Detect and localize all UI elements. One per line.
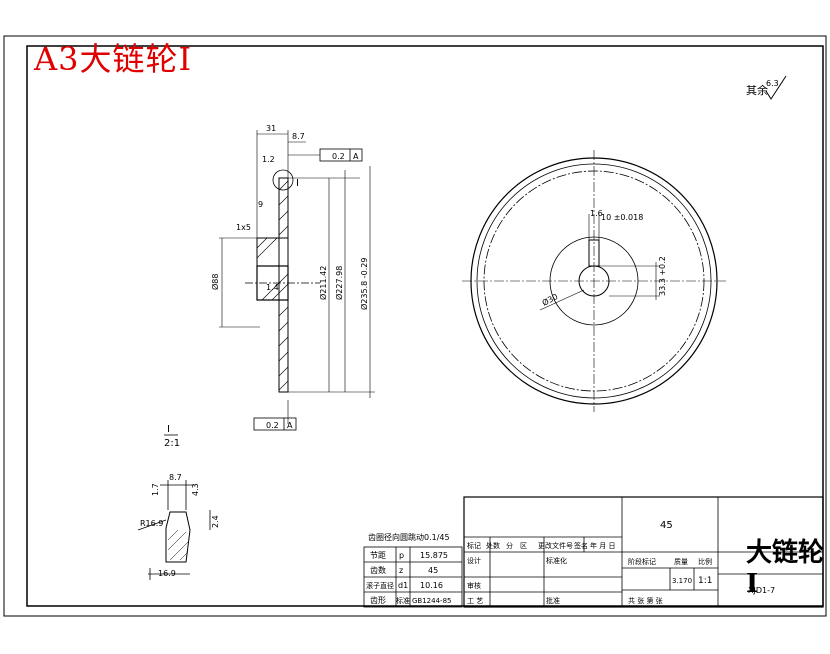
surface-note: 其余 6.3 — [746, 75, 787, 100]
overlay-title: A3大链轮I — [34, 40, 193, 78]
param-value: 45 — [428, 566, 438, 575]
title-block — [463, 496, 824, 608]
surface-note-text: 其余 — [746, 83, 768, 97]
tb-weight: 3.170 — [672, 577, 692, 585]
tb-stage: 阶段标记 — [628, 557, 656, 566]
tb-header-date: 年 月 日 — [590, 541, 615, 550]
dim-key-roughness: 1.6 — [590, 209, 603, 218]
detail-label: I — [167, 424, 170, 435]
tb-weight-label: 质量 — [674, 557, 688, 566]
tolerance-top-datum: A — [353, 152, 359, 161]
tb-scale-label: 比例 — [698, 557, 712, 566]
chain-param-labels: 齿圈径向圆跳动0.1/45 节距 p 15.875 齿数 z 45 滚子直径 d… — [366, 532, 451, 605]
inner-frame — [26, 45, 824, 607]
param-sym: d1 — [398, 581, 408, 590]
detail-mark: I — [296, 178, 299, 189]
chain-param-title: 齿圈径向圆跳动0.1/45 — [368, 532, 450, 542]
detail-dim-r16-9: R16.9 — [140, 519, 163, 528]
dim-1x5: 1x5 — [236, 223, 251, 232]
detail-dim-8-7: 8.7 — [169, 473, 182, 482]
chain-param-table — [363, 546, 463, 608]
tolerance-top-value: 0.2 — [332, 152, 345, 161]
dim-key-depth: 33.3 +0.2 — [658, 256, 667, 296]
tb-approve: 批准 — [546, 596, 560, 605]
detail-scale: 2:1 — [164, 438, 180, 449]
dim-key-width: 10 ±0.018 — [601, 213, 643, 222]
tb-header-sign: 签名 — [574, 541, 588, 550]
tb-process: 工 艺 — [467, 597, 483, 605]
detail-labels: I 2:1 8.7 R16.9 1.7 4.3 2.4 16.9 — [140, 424, 220, 578]
tb-standard: 标准化 — [546, 556, 567, 565]
param-name: 节距 — [370, 551, 386, 560]
outer-frame — [3, 35, 827, 617]
dim-d211: Ø211.42 — [318, 266, 328, 300]
tolerance-bottom-datum: A — [287, 421, 293, 430]
param-value: GB1244-85 — [412, 597, 451, 605]
surface-note-value: 6.3 — [766, 79, 779, 88]
tb-drawing-no: XJD1-7 — [748, 586, 775, 595]
detail-dim-1-7: 1.7 — [151, 483, 160, 496]
param-sym: z — [399, 566, 403, 575]
material: 45 — [660, 520, 673, 531]
tb-design: 设计 — [467, 556, 481, 565]
section-view-labels: 31 8.7 1.2 9 1x5 1.4 Ø88 Ø211.42 Ø227.98… — [210, 124, 369, 430]
tb-header-count: 处数 — [486, 541, 500, 550]
tb-header-mark: 标记 — [467, 541, 481, 550]
drawing-title: 大链轮I — [746, 538, 825, 599]
param-name: 滚子直径 — [366, 581, 394, 590]
dim-d88: Ø88 — [210, 274, 220, 290]
tb-sheets: 共 张 第 张 — [628, 596, 663, 605]
tolerance-bottom-value: 0.2 — [266, 421, 279, 430]
param-sym: p — [399, 551, 404, 560]
dim-9: 9 — [258, 200, 263, 209]
dim-d227: Ø227.98 — [334, 266, 344, 300]
tb-header-zone: 区 — [520, 542, 527, 550]
title-block-labels: 45 标记 处数 分 区 更改文件号 签名 年 月 日 设计 标准化 审核 工 … — [467, 520, 775, 605]
dim-31: 31 — [266, 124, 276, 133]
dim-1-4: 1.4 — [266, 283, 279, 292]
detail-dim-16-9: 16.9 — [158, 569, 176, 578]
dim-d235: Ø235.8 -0.29 — [359, 258, 369, 310]
param-value: 15.875 — [420, 551, 448, 560]
dim-8-7: 8.7 — [292, 132, 305, 141]
tb-scale: 1:1 — [698, 576, 712, 586]
detail-dim-4-3: 4.3 — [191, 483, 200, 496]
section-view — [219, 130, 375, 431]
tb-review: 审核 — [467, 581, 481, 590]
tb-header-div: 分 — [506, 541, 513, 550]
dim-1-2: 1.2 — [262, 155, 275, 164]
tb-header-change: 更改文件号 — [538, 541, 573, 550]
front-view — [462, 150, 726, 412]
detail-view — [137, 434, 211, 580]
param-name: 齿数 — [370, 565, 386, 575]
detail-dim-2-4: 2.4 — [211, 515, 220, 528]
param-name: 齿形 — [370, 596, 386, 605]
param-value: 10.16 — [420, 581, 443, 590]
param-sym: 标准 — [396, 596, 410, 605]
